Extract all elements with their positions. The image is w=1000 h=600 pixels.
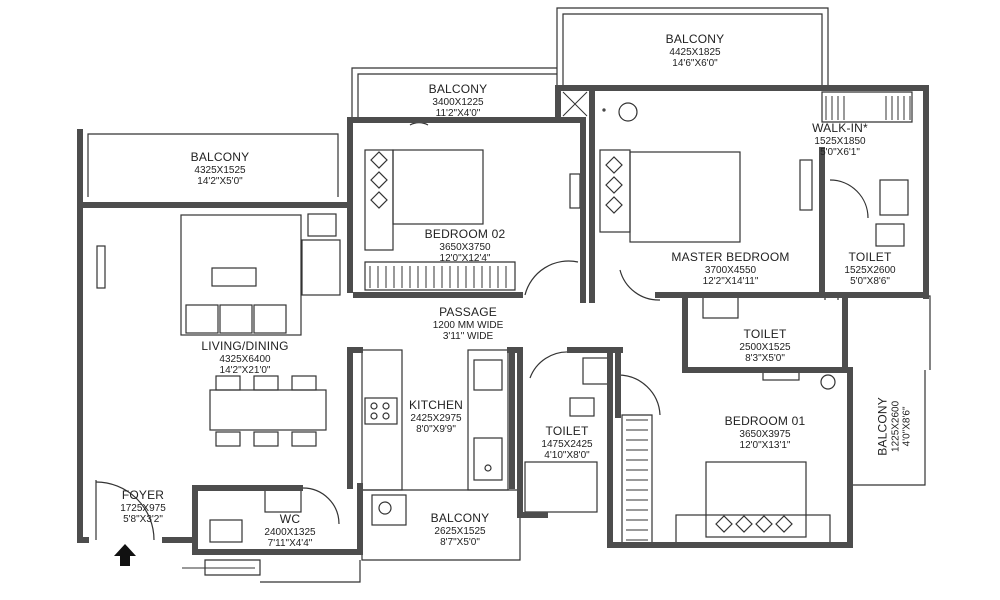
walls xyxy=(77,85,929,555)
room-metric: 4325X1525 xyxy=(194,164,246,176)
room-imperial: 8'7"X5'0" xyxy=(440,537,480,549)
hatch-lines xyxy=(182,91,911,569)
room-name: FOYER xyxy=(121,488,165,502)
room-name: BEDROOM 02 xyxy=(424,227,506,241)
room-imperial: 14'2"X5'0" xyxy=(197,176,243,188)
room-imperial: 12'0"X12'4" xyxy=(439,253,491,265)
room-imperial: 4'10"X8'0" xyxy=(544,450,590,462)
balcony-kitchen-label: BALCONY 2625X1525 8'7"X5'0" xyxy=(410,511,510,549)
room-name: PASSAGE xyxy=(439,305,497,319)
balcony-living-label: BALCONY 4325X1525 14'2"X5'0" xyxy=(130,150,310,188)
room-metric: 1525X1850 xyxy=(814,135,866,147)
room-imperial: 4'0"X8'6" xyxy=(901,406,913,447)
room-metric: 3400X1225 xyxy=(432,96,484,108)
room-metric: 2500X1525 xyxy=(739,341,791,353)
room-name: KITCHEN xyxy=(408,398,464,412)
master-bedroom-label: MASTER BEDROOM 3700X4550 12'2"X14'11" xyxy=(648,250,813,288)
room-name: BEDROOM 01 xyxy=(724,414,806,428)
room-imperial: 12'2"X14'11" xyxy=(702,276,759,288)
balcony-top-right-label: BALCONY 4425X1825 14'6"X6'0" xyxy=(600,32,790,70)
room-imperial: 5'8"X3'2" xyxy=(123,514,163,526)
room-metric: 3700X4550 xyxy=(704,264,757,276)
room-imperial: 5'0"X8'6" xyxy=(850,276,890,288)
room-metric: 1725X975 xyxy=(120,502,166,514)
room-name: LIVING/DINING xyxy=(201,339,289,353)
bedroom-01-label: BEDROOM 01 3650X3975 12'0"X13'1" xyxy=(700,414,830,452)
room-name: WC xyxy=(279,512,301,526)
room-imperial: 8'0"X9'9" xyxy=(416,424,456,436)
room-metric: 2625X1525 xyxy=(434,525,486,537)
room-name: BALCONY xyxy=(430,511,490,525)
room-imperial: 12'0"X13'1" xyxy=(739,440,791,452)
room-name: TOILET xyxy=(848,250,892,264)
room-metric: 3650X3750 xyxy=(439,241,491,253)
room-imperial: 14'6"X6'0" xyxy=(672,58,718,70)
room-name: BALCONY xyxy=(875,397,890,456)
balcony-side-label: BALCONY 1225X2600 4'0"X8'6" xyxy=(875,371,914,481)
room-metric: 3650X3975 xyxy=(739,428,791,440)
balcony-br2-label: BALCONY 3400X1225 11'2"X4'0" xyxy=(368,82,548,120)
room-metric: 4325X6400 xyxy=(219,353,271,365)
room-name: BALCONY xyxy=(428,82,488,96)
room-imperial: 11'2"X4'0" xyxy=(435,108,481,120)
toilet-master-label: TOILET 1525X2600 5'0"X8'6" xyxy=(825,250,915,288)
bedroom-02-label: BEDROOM 02 3650X3750 12'0"X12'4" xyxy=(400,227,530,265)
walk-in-label: WALK-IN* 1525X1850 5'0"X6'1" xyxy=(790,121,890,159)
room-name: TOILET xyxy=(545,424,589,438)
room-imperial: 8'3"X5'0" xyxy=(745,353,785,365)
pillow-diamonds xyxy=(370,151,793,533)
toilet-mid-label: TOILET 2500X1525 8'3"X5'0" xyxy=(715,327,815,365)
wc-label: WC 2400X1325 7'11"X4'4" xyxy=(240,512,340,550)
room-metric: 2425X2975 xyxy=(410,412,462,424)
kitchen-label: KITCHEN 2425X2975 8'0"X9'9" xyxy=(396,398,476,436)
room-name: TOILET xyxy=(743,327,787,341)
room-name: MASTER BEDROOM xyxy=(671,250,790,264)
room-metric: 2400X1325 xyxy=(264,526,316,538)
room-metric: 1475X2425 xyxy=(541,438,593,450)
room-metric: 1525X2600 xyxy=(844,264,896,276)
foyer-label: FOYER 1725X975 5'8"X3'2" xyxy=(98,488,188,526)
room-imperial: 5'0"X6'1" xyxy=(820,147,860,159)
room-imperial: 7'11"X4'4" xyxy=(267,538,313,550)
thin-outlines xyxy=(87,7,931,583)
passage-label: PASSAGE 1200 MM WIDE 3'11" WIDE xyxy=(398,305,538,343)
room-name: BALCONY xyxy=(190,150,250,164)
room-name: WALK-IN* xyxy=(812,121,868,135)
room-imperial: 14'2"X21'0" xyxy=(219,365,271,377)
room-metric: 1225X2600 xyxy=(890,400,902,452)
room-imperial: 3'11" WIDE xyxy=(442,331,494,343)
entry-arrow-icon xyxy=(114,544,136,566)
room-name: BALCONY xyxy=(665,32,725,46)
room-metric: 1200 MM WIDE xyxy=(432,319,504,331)
room-metric: 4425X1825 xyxy=(669,46,721,58)
living-dining-label: LIVING/DINING 4325X6400 14'2"X21'0" xyxy=(170,339,320,377)
toilet-small-label: TOILET 1475X2425 4'10"X8'0" xyxy=(522,424,612,462)
